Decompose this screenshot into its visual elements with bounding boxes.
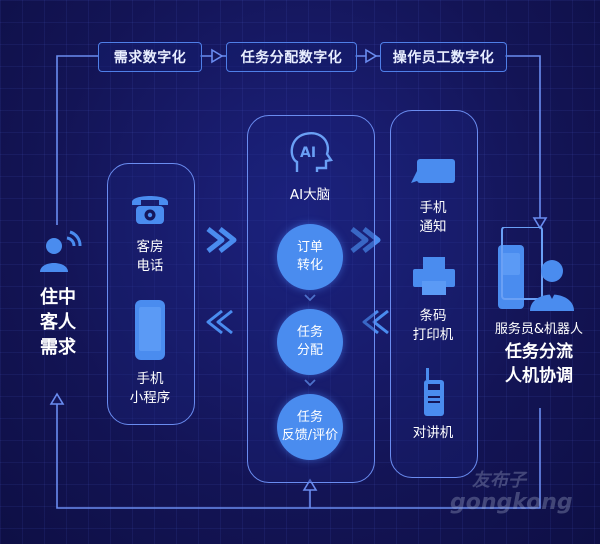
- room-phone-label: 客房 电话: [107, 238, 193, 276]
- tag-operator-digitization: 操作员工数字化: [380, 42, 507, 72]
- step-task-feedback: 任务反馈/评价: [277, 394, 343, 460]
- guest-icon: [40, 230, 82, 272]
- staff-robot-icon: [498, 227, 574, 311]
- label-line: 手机: [419, 200, 447, 216]
- step-line: 任务: [296, 325, 323, 340]
- label-line: 小程序: [129, 390, 171, 406]
- watermark-cn: 友布子: [472, 470, 526, 491]
- title-line: 客人: [40, 312, 76, 333]
- label-line: 条码: [419, 308, 447, 324]
- title-line: 住中: [40, 287, 76, 308]
- label-line: 通知: [419, 219, 447, 235]
- tag-demand-digitization: 需求数字化: [98, 42, 202, 72]
- task-split-title: 任务分流 人机协调: [484, 340, 594, 388]
- label-line: 打印机: [412, 327, 454, 343]
- tag-label: 任务分配数字化: [240, 50, 343, 66]
- step-line: 转化: [296, 258, 323, 273]
- step-line: 反馈/评价: [281, 428, 339, 443]
- title-line: 需求: [40, 337, 76, 358]
- guest-demand-title: 住中 客人 需求: [24, 285, 92, 360]
- ai-brain-label: AI大脑: [289, 187, 331, 203]
- phone-notification-label: 手机 通知: [390, 199, 476, 237]
- tag-label: 操作员工数字化: [392, 50, 495, 66]
- barcode-printer-label: 条码 打印机: [390, 307, 476, 345]
- watermark-en: gongkong: [450, 490, 573, 515]
- title-line: 人机协调: [505, 366, 573, 386]
- label-line: 手机: [136, 371, 164, 387]
- printer-icon: [413, 257, 455, 295]
- notification-icon: [411, 159, 455, 183]
- ai-icon-text: AI: [300, 145, 316, 161]
- title-line: 任务分流: [505, 342, 573, 362]
- step-line: 订单: [296, 240, 323, 255]
- label-line: 客房: [136, 239, 164, 255]
- telephone-icon: [132, 196, 168, 224]
- walkie-talkie-icon: [424, 368, 444, 416]
- staff-robot-label: 服务员&机器人: [494, 322, 584, 337]
- step-line: 任务: [296, 410, 323, 425]
- ai-brain-icon: AI: [290, 132, 333, 172]
- tag-task-allocation-digitization: 任务分配数字化: [226, 42, 357, 72]
- step-line: 分配: [296, 343, 323, 358]
- smartphone-icon: [135, 300, 165, 360]
- walkie-talkie-label: 对讲机: [412, 425, 454, 441]
- label-line: 电话: [136, 258, 164, 274]
- step-order-conversion: 订单转化: [277, 224, 343, 290]
- mini-program-label: 手机 小程序: [107, 370, 193, 408]
- tag-label: 需求数字化: [113, 50, 187, 66]
- step-task-allocation: 任务分配: [277, 309, 343, 375]
